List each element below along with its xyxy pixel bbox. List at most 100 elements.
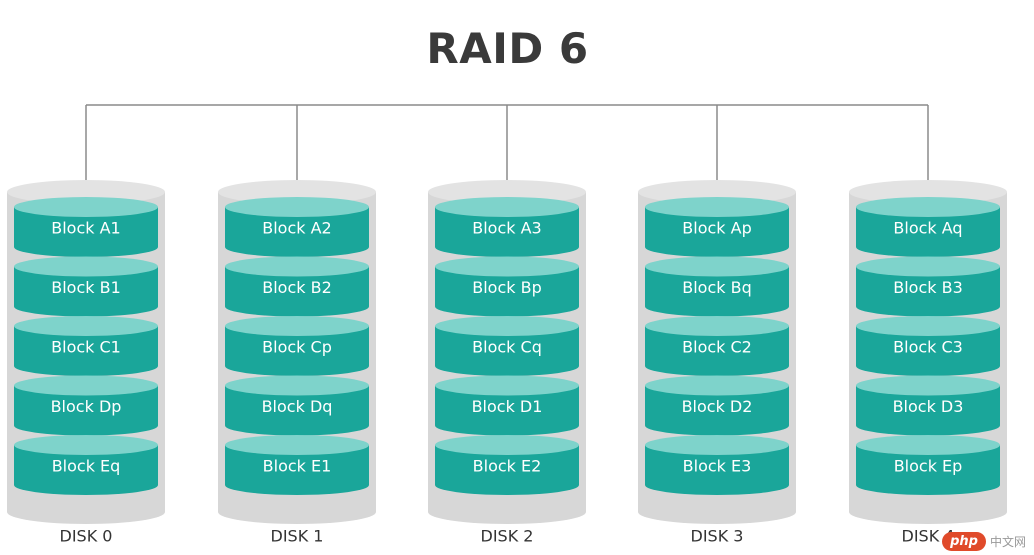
block-body (14, 207, 158, 257)
block-body (435, 266, 579, 317)
disk-4: Block Aq Block B3 Block C3 Block D3 Block Ep… (849, 180, 1007, 546)
block-label: Block D3 (893, 397, 964, 416)
block-body (856, 326, 1000, 376)
block-block-b1: Block B1 (14, 256, 158, 317)
block-label: Block Cp (262, 338, 332, 357)
block-body (435, 326, 579, 376)
block-label: Block Aq (893, 219, 962, 238)
block-top (856, 197, 1000, 217)
block-body (856, 266, 1000, 317)
block-block-d1: Block D1 (435, 375, 579, 436)
block-block-bq: Block Bq (645, 256, 789, 317)
disk-label: DISK 4 (902, 527, 955, 546)
disk-array: Block A1 Block B1 Block C1 Block Dp Block Eq… (7, 180, 1007, 546)
block-label: Block B3 (893, 278, 963, 297)
block-body (225, 385, 369, 436)
block-label: Block B2 (262, 278, 332, 297)
block-top (14, 197, 158, 217)
disk-2: Block A3 Block Bp Block Cq Block D1 Block E2… (428, 180, 586, 546)
block-top (225, 256, 369, 277)
block-top (435, 256, 579, 277)
block-label: Block A3 (472, 219, 541, 238)
connector-lines (85, 104, 929, 204)
disk-label: DISK 1 (271, 527, 324, 546)
disk-3: Block Ap Block Bq Block C2 Block D2 Block E3… (638, 180, 796, 546)
block-top (856, 435, 1000, 455)
block-block-e2: Block E2 (435, 435, 579, 495)
block-body (645, 385, 789, 436)
block-body (645, 207, 789, 257)
block-label: Block D2 (682, 397, 753, 416)
block-label: Block E2 (473, 457, 542, 476)
block-block-b2: Block B2 (225, 256, 369, 317)
block-body (856, 385, 1000, 436)
block-top (14, 256, 158, 277)
block-top (225, 197, 369, 217)
watermark-site: 中文网 (989, 535, 1026, 549)
block-block-d3: Block D3 (856, 375, 1000, 436)
block-label: Block Dq (262, 397, 333, 416)
block-body (225, 326, 369, 376)
block-block-ep: Block Ep (856, 435, 1000, 495)
block-label: Block C2 (682, 338, 752, 357)
block-top (14, 316, 158, 336)
block-top (225, 435, 369, 455)
block-block-ap: Block Ap (645, 197, 789, 257)
block-label: Block Bp (472, 278, 542, 297)
block-block-b3: Block B3 (856, 256, 1000, 317)
block-top (14, 375, 158, 396)
block-top (14, 435, 158, 455)
block-label: Block A1 (51, 219, 120, 238)
block-top (435, 375, 579, 396)
block-body (225, 266, 369, 317)
diagram-title: RAID 6 (426, 24, 589, 73)
block-top (856, 256, 1000, 277)
block-label: Block Cq (472, 338, 542, 357)
disk-1: Block A2 Block B2 Block Cp Block Dq Block E1… (218, 180, 376, 546)
disk-casing-top (428, 180, 586, 204)
block-top (645, 375, 789, 396)
block-body (435, 207, 579, 257)
block-top (856, 316, 1000, 336)
block-top (856, 375, 1000, 396)
block-body (435, 445, 579, 495)
block-top (435, 435, 579, 455)
block-label: Block E3 (683, 457, 752, 476)
block-body (856, 207, 1000, 257)
block-body (645, 266, 789, 317)
block-body (14, 445, 158, 495)
block-label: Block Dp (51, 397, 122, 416)
block-label: Block D1 (472, 397, 543, 416)
block-top (645, 256, 789, 277)
block-block-cp: Block Cp (225, 316, 369, 376)
block-label: Block A2 (262, 219, 331, 238)
block-top (225, 375, 369, 396)
block-body (14, 385, 158, 436)
block-body (856, 445, 1000, 495)
block-top (225, 316, 369, 336)
block-label: Block C1 (51, 338, 121, 357)
disk-0: Block A1 Block B1 Block C1 Block Dp Block Eq… (7, 180, 165, 546)
block-body (225, 207, 369, 257)
block-top (645, 435, 789, 455)
disk-casing-top (849, 180, 1007, 204)
block-top (435, 316, 579, 336)
block-block-bp: Block Bp (435, 256, 579, 317)
disk-label: DISK 2 (481, 527, 534, 546)
watermark: php 中文网 (942, 532, 1026, 551)
watermark-badge: php (942, 532, 986, 551)
disk-casing-top (7, 180, 165, 204)
block-block-d2: Block D2 (645, 375, 789, 436)
block-body (14, 326, 158, 376)
block-block-c3: Block C3 (856, 316, 1000, 376)
block-label: Block E1 (263, 457, 332, 476)
block-body (225, 445, 369, 495)
block-block-eq: Block Eq (14, 435, 158, 495)
block-top (645, 197, 789, 217)
block-body (645, 445, 789, 495)
block-block-dq: Block Dq (225, 375, 369, 436)
block-label: Block Ep (894, 457, 963, 476)
block-body (645, 326, 789, 376)
block-block-e3: Block E3 (645, 435, 789, 495)
block-label: Block Ap (682, 219, 751, 238)
